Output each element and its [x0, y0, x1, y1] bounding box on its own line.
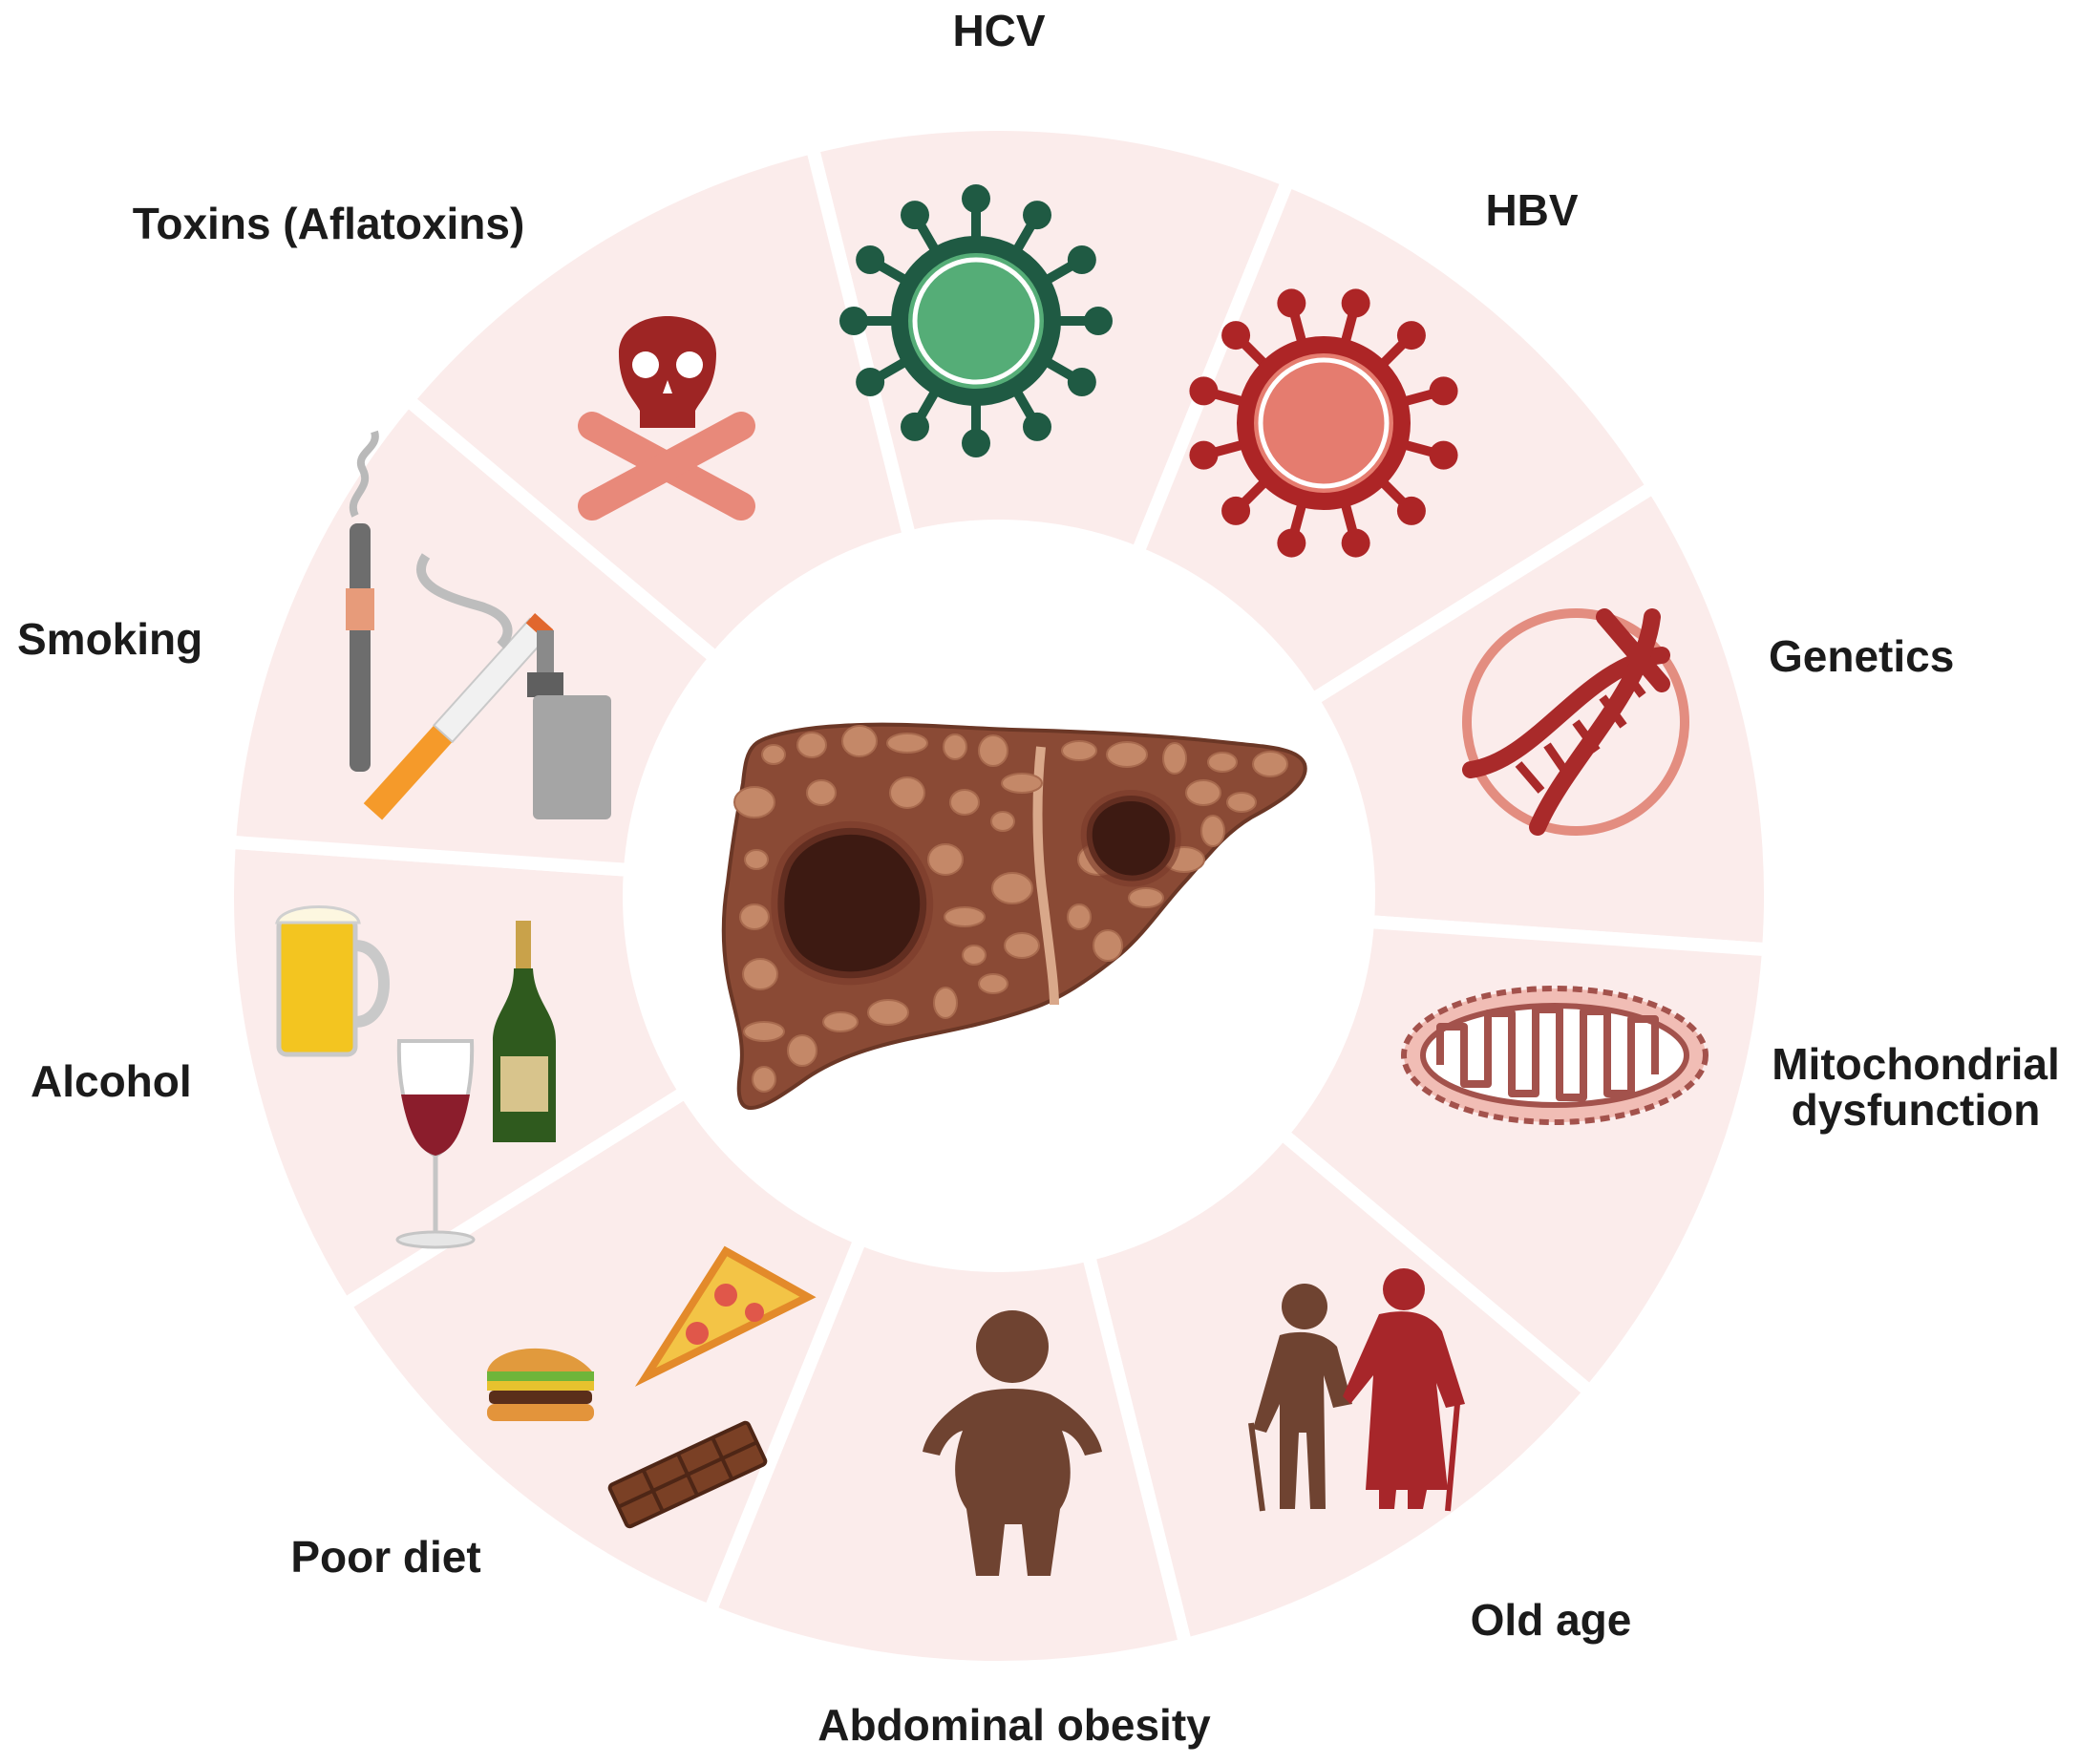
- label-abdominal-obesity: Abdominal obesity: [817, 1700, 1211, 1750]
- liver-nodule: [1106, 741, 1148, 768]
- liver-nodule: [943, 733, 967, 760]
- liver-nodule: [944, 906, 986, 927]
- liver-nodule: [822, 1011, 859, 1032]
- spike-knob: [1084, 307, 1113, 335]
- cigarette-vape-icon: [346, 430, 611, 820]
- spike-knob: [856, 245, 885, 274]
- spike-knob: [901, 412, 929, 441]
- vape-box-mod-icon: [527, 630, 611, 819]
- label-mito-line1: Mitochondrial: [1772, 1039, 2060, 1089]
- liver-nodules: [733, 725, 1288, 1093]
- tumor-small: [1080, 790, 1181, 887]
- spike-knob: [1023, 412, 1051, 441]
- spike-knob: [1221, 496, 1251, 525]
- liver-nodule: [933, 987, 958, 1019]
- spike-knob: [1189, 376, 1219, 406]
- spike-knob: [962, 429, 990, 457]
- label-alcohol: Alcohol: [31, 1056, 192, 1106]
- tumor-large: [771, 820, 934, 986]
- alcohol-drinks-icon: [275, 905, 556, 1249]
- liver-nodule: [787, 1034, 817, 1067]
- spike-knob: [1396, 321, 1426, 351]
- liver-nodule: [990, 811, 1015, 832]
- label-genetics: Genetics: [1769, 631, 1955, 681]
- label-mito-line2: dysfunction: [1791, 1085, 2041, 1136]
- spike-knob: [1067, 368, 1096, 396]
- liver-nodule: [927, 843, 964, 876]
- liver-nodule: [1226, 792, 1257, 813]
- liver-nodule: [743, 1021, 785, 1042]
- hcv-virus-icon: [839, 184, 1113, 457]
- liver-nodule: [796, 732, 827, 758]
- burger-icon: [487, 1348, 594, 1421]
- liver-nodule: [744, 849, 769, 870]
- spike-knob: [1396, 496, 1426, 525]
- obese-person-icon: [923, 1310, 1102, 1576]
- vape-pen-icon: [346, 430, 379, 772]
- spike-knob: [856, 368, 885, 396]
- champagne-bottle-icon: [493, 921, 556, 1142]
- liver-nodule: [1252, 751, 1288, 777]
- spike-knob: [1189, 440, 1219, 470]
- wine-glass-icon: [395, 1039, 476, 1249]
- liver-nodule: [867, 999, 909, 1026]
- spike-knob: [1221, 321, 1251, 351]
- liver-nodule: [1061, 740, 1097, 761]
- liver-nodule: [962, 945, 987, 966]
- liver-nodule: [949, 789, 980, 816]
- liver-nodule: [886, 733, 928, 754]
- spike-knob: [1023, 201, 1051, 230]
- liver-nodule: [1004, 932, 1040, 959]
- skull-crossbones-icon: [578, 316, 755, 521]
- pizza-slice-icon: [634, 1245, 817, 1387]
- liver-nodule: [991, 872, 1033, 904]
- liver-nodule: [752, 1066, 776, 1093]
- label-poor-diet: Poor diet: [290, 1532, 481, 1582]
- label-hbv: HBV: [1485, 185, 1579, 235]
- dna-icon: [1462, 608, 1689, 836]
- spike-knob: [1341, 528, 1370, 558]
- elderly-couple-icon: [1248, 1268, 1465, 1512]
- liver-nodule: [1200, 815, 1225, 847]
- spike-knob: [1277, 288, 1306, 318]
- spike-knob: [901, 201, 929, 230]
- label-smoking: Smoking: [17, 614, 203, 664]
- crossbones: [578, 412, 755, 521]
- spike-knob: [1341, 288, 1370, 318]
- liver-nodule: [1207, 752, 1238, 773]
- liver-nodule: [761, 744, 786, 765]
- liver-nodule: [1128, 887, 1164, 908]
- liver-nodule: [841, 725, 878, 757]
- mitochondrion-icon: [1401, 986, 1709, 1125]
- liver-nodule: [742, 958, 778, 990]
- liver-nodule: [1067, 903, 1092, 930]
- label-toxins: Toxins (Aflatoxins): [132, 199, 525, 248]
- liver-nodule: [733, 786, 775, 818]
- label-mitochondrial-dysfunction: Mitochondrial dysfunction: [1772, 1041, 2060, 1134]
- spike-knob: [1277, 528, 1306, 558]
- liver-nodule: [978, 734, 1008, 767]
- liver-nodule: [806, 779, 837, 806]
- liver-nodule: [1162, 742, 1187, 775]
- chocolate-bar-icon: [607, 1420, 768, 1529]
- liver-nodule: [739, 903, 770, 930]
- cirrhotic-liver-icon: [721, 722, 1307, 1111]
- spike-knob: [839, 307, 868, 335]
- liver-nodule: [1185, 779, 1221, 806]
- label-old-age: Old age: [1470, 1595, 1632, 1645]
- spike-knob: [1067, 245, 1096, 274]
- beer-mug-icon: [275, 905, 390, 1057]
- junk-food-icon: [487, 1245, 817, 1529]
- spike-knob: [1429, 376, 1458, 406]
- hbv-virus-icon: [1189, 288, 1458, 558]
- spike-knob: [962, 184, 990, 213]
- spike-knob: [1429, 440, 1458, 470]
- liver-nodule: [1093, 929, 1123, 962]
- label-hcv: HCV: [952, 6, 1046, 55]
- liver-nodule: [889, 776, 925, 809]
- liver-nodule: [978, 973, 1008, 994]
- liver-nodule: [1001, 773, 1043, 794]
